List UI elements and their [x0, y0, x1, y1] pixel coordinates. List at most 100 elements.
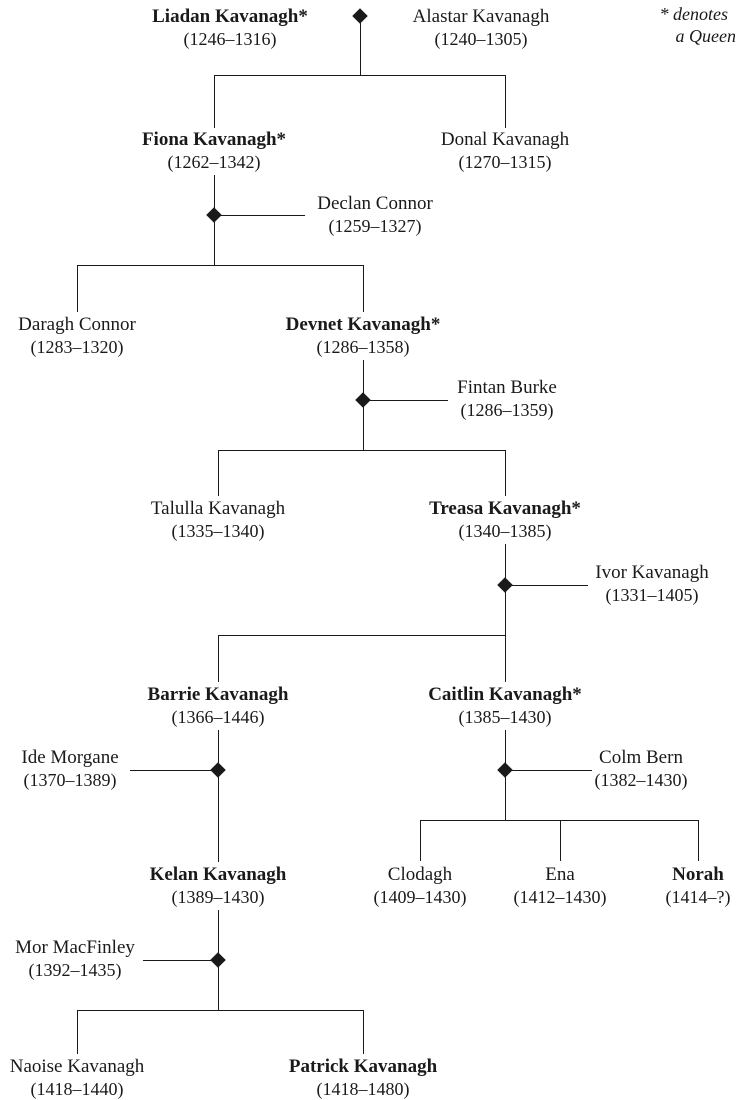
connector-line: [77, 265, 78, 312]
person-colm-bern: Colm Bern (1382–1430): [595, 746, 688, 791]
legend-line1: * denotes: [659, 4, 728, 24]
person-liadan-kavanagh: Liadan Kavanagh* (1246–1316): [152, 5, 308, 50]
person-dates: (1286–1358): [316, 337, 410, 357]
legend-queen-note: * denotes a Queen: [660, 3, 736, 47]
connector-line: [214, 75, 215, 128]
connector-line: [218, 450, 505, 451]
person-dates: (1414–?): [665, 887, 731, 907]
person-name: Norah: [672, 864, 724, 885]
connector-line: [420, 820, 421, 861]
connector-line: [363, 265, 364, 312]
person-dates: (1270–1315): [458, 152, 552, 172]
person-fiona-kavanagh: Fiona Kavanagh* (1262–1342): [142, 128, 286, 173]
person-name: Declan Connor: [317, 193, 433, 214]
person-barrie-kavanagh: Barrie Kavanagh (1366–1446): [148, 683, 289, 728]
person-clodagh: Clodagh (1409–1430): [374, 863, 467, 908]
person-daragh-connor: Daragh Connor (1283–1320): [18, 313, 136, 358]
connector-line: [698, 820, 699, 861]
person-name: Alastar Kavanagh: [412, 6, 550, 27]
connector-line: [360, 23, 361, 75]
person-name: Patrick Kavanagh: [288, 1056, 438, 1077]
marriage-diamond-icon: [206, 207, 222, 223]
person-dates: (1283–1320): [30, 337, 124, 357]
marriage-diamond-icon: [497, 762, 513, 778]
connector-line: [218, 450, 219, 496]
connector-line: [77, 1010, 363, 1011]
person-dates: (1366–1446): [171, 707, 265, 727]
connector-line: [420, 820, 698, 821]
connector-line: [505, 635, 506, 682]
person-name: Barrie Kavanagh: [147, 684, 289, 705]
person-name: Ena: [545, 864, 575, 885]
person-name: Fintan Burke: [457, 377, 557, 398]
person-name: Naoise Kavanagh: [9, 1056, 145, 1077]
person-dates: (1389–1430): [171, 887, 265, 907]
person-name: Treasa Kavanagh*: [429, 498, 581, 519]
person-alastar-kavanagh: Alastar Kavanagh (1240–1305): [413, 5, 550, 50]
person-ivor-kavanagh: Ivor Kavanagh (1331–1405): [595, 561, 708, 606]
person-dates: (1331–1405): [605, 585, 699, 605]
person-donal-kavanagh: Donal Kavanagh (1270–1315): [441, 128, 569, 173]
connector-line: [77, 1010, 78, 1054]
connector-line: [143, 960, 212, 961]
connector-line: [512, 770, 592, 771]
person-dates: (1412–1430): [513, 887, 607, 907]
marriage-diamond-icon: [210, 762, 226, 778]
connector-line: [77, 265, 363, 266]
person-name: Liadan Kavanagh*: [152, 6, 308, 27]
person-dates: (1418–1480): [316, 1079, 410, 1099]
person-dates: (1382–1430): [594, 770, 688, 790]
person-dates: (1370–1389): [23, 770, 117, 790]
person-patrick-kavanagh: Patrick Kavanagh (1418–1480): [289, 1055, 437, 1100]
person-name: Clodagh: [387, 864, 453, 885]
person-dates: (1392–1435): [28, 960, 122, 980]
connector-line: [370, 400, 448, 401]
person-dates: (1246–1316): [183, 29, 277, 49]
person-talulla-kavanagh: Talulla Kavanagh (1335–1340): [151, 497, 285, 542]
person-name: Mor MacFinley: [15, 937, 135, 958]
connector-line: [505, 450, 506, 496]
connector-line: [218, 635, 505, 636]
person-name: Daragh Connor: [18, 314, 136, 335]
connector-line: [560, 820, 561, 861]
person-dates: (1418–1440): [30, 1079, 124, 1099]
person-ide-morgane: Ide Morgane (1370–1389): [21, 746, 118, 791]
person-name: Colm Bern: [599, 747, 683, 768]
connector-line: [363, 1010, 364, 1054]
person-dates: (1240–1305): [434, 29, 528, 49]
person-name: Fiona Kavanagh*: [141, 129, 287, 150]
marriage-diamond-icon: [497, 577, 513, 593]
person-dates: (1286–1359): [460, 400, 554, 420]
person-norah: Norah (1414–?): [666, 863, 731, 908]
connector-line: [512, 585, 588, 586]
person-name: Ide Morgane: [21, 747, 119, 768]
person-name: Caitlin Kavanagh*: [428, 684, 582, 705]
marriage-diamond-icon: [352, 8, 368, 24]
person-dates: (1340–1385): [458, 521, 552, 541]
person-kelan-kavanagh: Kelan Kavanagh (1389–1430): [150, 863, 287, 908]
marriage-diamond-icon: [210, 952, 226, 968]
connector-line: [214, 75, 506, 76]
marriage-diamond-icon: [355, 392, 371, 408]
person-dates: (1335–1340): [171, 521, 265, 541]
person-name: Donal Kavanagh: [440, 129, 570, 150]
person-dates: (1259–1327): [328, 216, 422, 236]
person-fintan-burke: Fintan Burke (1286–1359): [457, 376, 557, 421]
connector-line: [505, 75, 506, 128]
person-name: Talulla Kavanagh: [150, 498, 286, 519]
person-dates: (1262–1342): [167, 152, 261, 172]
person-name: Ivor Kavanagh: [595, 562, 709, 583]
person-devnet-kavanagh: Devnet Kavanagh* (1286–1358): [286, 313, 441, 358]
person-dates: (1385–1430): [458, 707, 552, 727]
person-naoise-kavanagh: Naoise Kavanagh (1418–1440): [10, 1055, 145, 1100]
person-ena: Ena (1412–1430): [514, 863, 607, 908]
person-declan-connor: Declan Connor (1259–1327): [317, 192, 433, 237]
connector-line: [218, 730, 219, 862]
person-mor-macfinley: Mor MacFinley (1392–1435): [15, 936, 135, 981]
legend-line2: a Queen: [675, 26, 736, 46]
person-name: Kelan Kavanagh: [149, 864, 287, 885]
person-treasa-kavanagh: Treasa Kavanagh* (1340–1385): [429, 497, 581, 542]
person-caitlin-kavanagh: Caitlin Kavanagh* (1385–1430): [428, 683, 582, 728]
person-dates: (1409–1430): [373, 887, 467, 907]
